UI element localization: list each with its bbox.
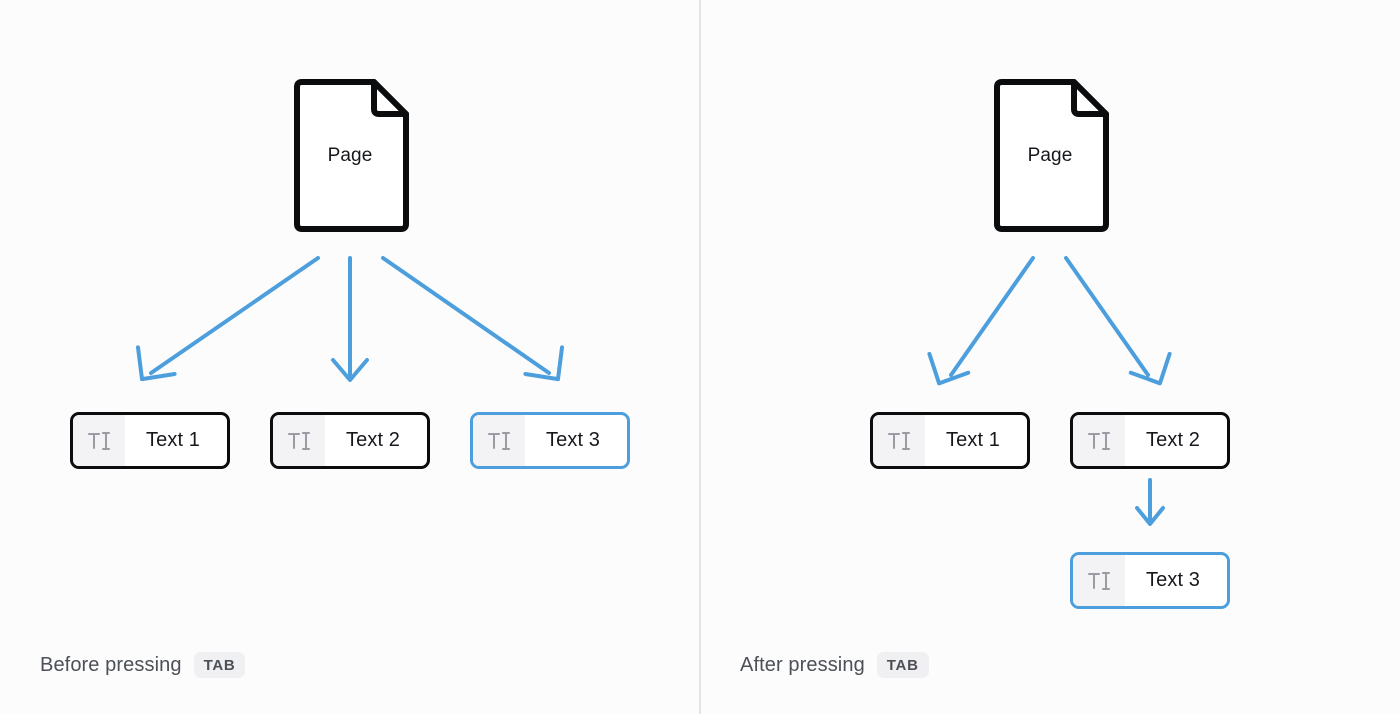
text-cursor-icon bbox=[473, 415, 525, 466]
text-node-3-after[interactable]: Text 3 bbox=[1070, 552, 1230, 609]
text-cursor-icon bbox=[873, 415, 925, 466]
text-cursor-icon bbox=[73, 415, 125, 466]
text-node-label: Text 1 bbox=[946, 429, 1000, 451]
before-panel: Page Text 1 bbox=[40, 78, 630, 678]
text-cursor-icon bbox=[1073, 555, 1125, 606]
page-node-label: Page bbox=[327, 144, 373, 166]
text-node-label: Text 1 bbox=[146, 429, 200, 451]
text-cursor-icon bbox=[1073, 415, 1125, 466]
page-node-after[interactable]: Page bbox=[990, 78, 1110, 233]
after-caption-text: After pressing bbox=[740, 653, 865, 676]
page-node-before[interactable]: Page bbox=[290, 78, 410, 233]
after-caption: After pressing TAB bbox=[740, 652, 929, 678]
text-node-label: Text 2 bbox=[346, 429, 400, 451]
page-document-icon bbox=[294, 79, 409, 232]
text-node-2-after[interactable]: Text 2 bbox=[1070, 412, 1230, 469]
text-node-label: Text 2 bbox=[1146, 429, 1200, 451]
text-node-2-before[interactable]: Text 2 bbox=[270, 412, 430, 469]
text-node-label: Text 3 bbox=[1146, 569, 1200, 591]
tab-key-badge: TAB bbox=[193, 652, 246, 678]
text-node-label: Text 3 bbox=[546, 429, 600, 451]
after-panel: Page Text 1 bbox=[702, 0, 1400, 714]
text-node-3-before[interactable]: Text 3 bbox=[470, 412, 630, 469]
text-node-1-before[interactable]: Text 1 bbox=[70, 412, 230, 469]
before-caption-text: Before pressing bbox=[40, 653, 182, 676]
text-cursor-icon bbox=[273, 415, 325, 466]
before-caption: Before pressing TAB bbox=[40, 652, 246, 678]
tab-key-badge: TAB bbox=[876, 652, 929, 678]
page-document-icon bbox=[994, 79, 1109, 232]
text-node-1-after[interactable]: Text 1 bbox=[870, 412, 1030, 469]
page-node-label: Page bbox=[1027, 144, 1073, 166]
panel-divider bbox=[699, 0, 701, 714]
